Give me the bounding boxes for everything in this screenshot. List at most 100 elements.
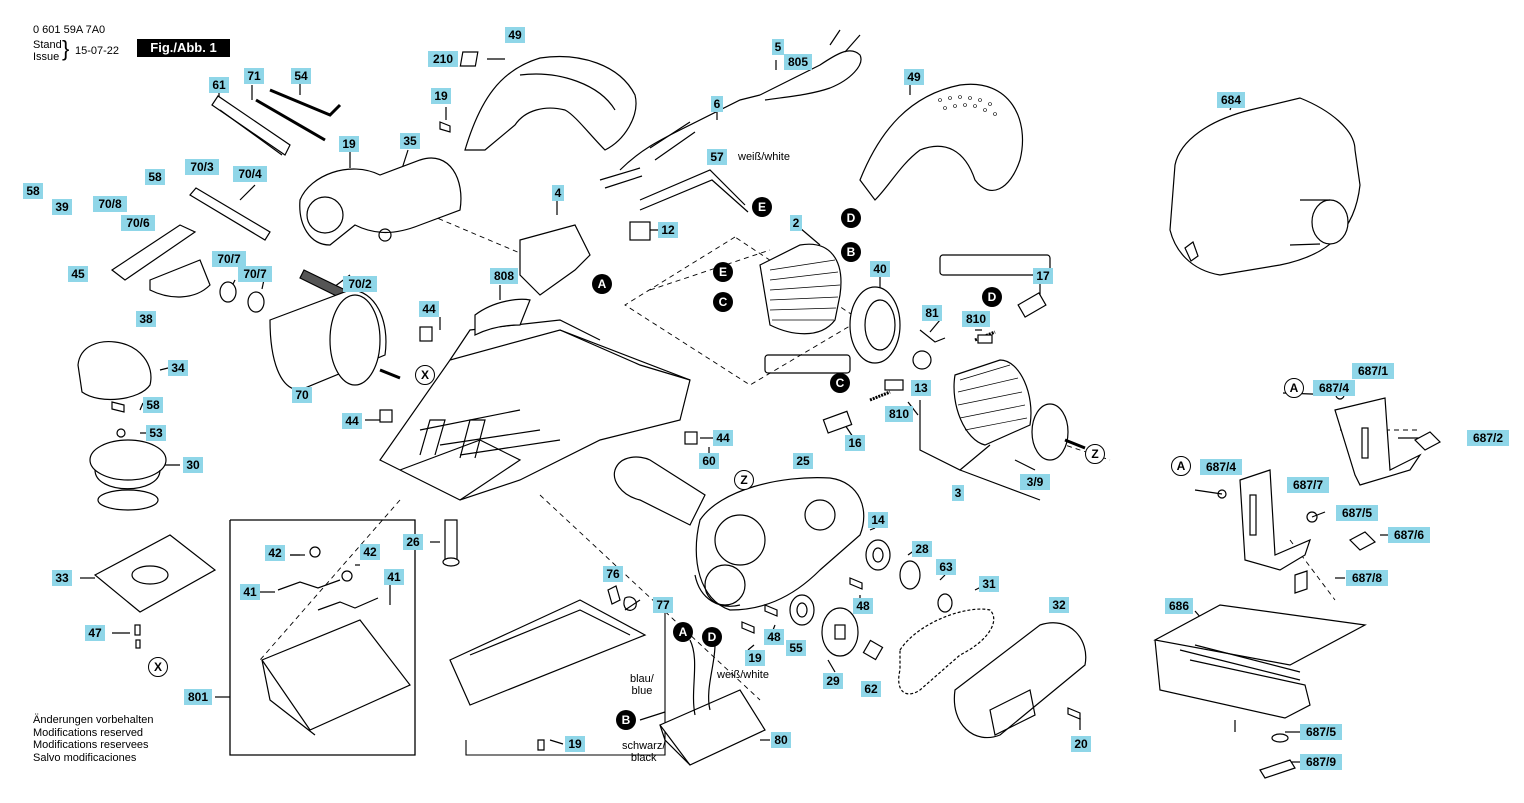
callout-49: 49 bbox=[505, 27, 525, 43]
callout-19a: 19 bbox=[431, 88, 451, 104]
marker-D-3: D bbox=[702, 627, 722, 647]
callout-687-4b: 687/4 bbox=[1200, 459, 1242, 475]
callout-44c: 44 bbox=[713, 430, 733, 446]
callout-808: 808 bbox=[490, 268, 518, 284]
callout-57: 57 bbox=[707, 149, 727, 165]
wire-label-blue: blau/ blue bbox=[630, 673, 654, 697]
callout-19d: 19 bbox=[745, 650, 765, 666]
callout-47: 47 bbox=[85, 625, 105, 641]
callout-62: 62 bbox=[861, 681, 881, 697]
callout-3: 3 bbox=[952, 485, 964, 501]
callout-810b: 810 bbox=[885, 406, 913, 422]
callout-805: 805 bbox=[784, 54, 812, 70]
marker-X-1: X bbox=[415, 365, 435, 385]
callout-55: 55 bbox=[786, 640, 806, 656]
marker-X-2: X bbox=[148, 657, 168, 677]
note-es: Salvo modificaciones bbox=[33, 751, 137, 764]
footer-notes: Änderungen vorbehalten Modifications res… bbox=[33, 714, 153, 764]
marker-C-1: C bbox=[713, 292, 733, 312]
callout-49b: 49 bbox=[904, 69, 924, 85]
callout-19b: 19 bbox=[339, 136, 359, 152]
callout-12: 12 bbox=[658, 222, 678, 238]
callout-4: 4 bbox=[552, 185, 564, 201]
callout-41b: 41 bbox=[384, 569, 404, 585]
callout-41a: 41 bbox=[240, 584, 260, 600]
wire-label-white-bottom: weiß/white bbox=[717, 669, 769, 681]
callout-687-5a: 687/5 bbox=[1336, 505, 1378, 521]
callout-70-6: 70/6 bbox=[121, 215, 155, 231]
callout-58a: 58 bbox=[23, 183, 43, 199]
callout-53: 53 bbox=[146, 425, 166, 441]
marker-A-1: A bbox=[592, 274, 612, 294]
callout-35: 35 bbox=[400, 133, 420, 149]
marker-E-2: E bbox=[752, 197, 772, 217]
marker-Z-1: Z bbox=[734, 470, 754, 490]
marker-B-1: B bbox=[841, 242, 861, 262]
stand-issue-label: Stand Issue bbox=[33, 39, 62, 63]
callout-5: 5 bbox=[772, 39, 784, 55]
wire-label-white-top: weiß/white bbox=[738, 151, 790, 163]
callout-48a: 48 bbox=[853, 598, 873, 614]
callout-33: 33 bbox=[52, 570, 72, 586]
callout-210: 210 bbox=[428, 51, 458, 67]
note-fr: Modifications reservees bbox=[33, 739, 149, 751]
marker-C-2: C bbox=[830, 373, 850, 393]
callout-31: 31 bbox=[979, 576, 999, 592]
callout-20: 20 bbox=[1071, 736, 1091, 752]
callout-687-5b: 687/5 bbox=[1300, 724, 1342, 740]
callout-58c: 58 bbox=[143, 397, 163, 413]
callout-70-7b: 70/7 bbox=[238, 266, 272, 282]
callout-13: 13 bbox=[911, 380, 931, 396]
callout-29: 29 bbox=[823, 673, 843, 689]
callout-28: 28 bbox=[912, 541, 932, 557]
callout-34: 34 bbox=[168, 360, 188, 376]
callout-42b: 42 bbox=[360, 544, 380, 560]
callout-71: 71 bbox=[244, 68, 264, 84]
callout-70-4: 70/4 bbox=[233, 166, 267, 182]
callout-80: 80 bbox=[771, 732, 791, 748]
callout-25: 25 bbox=[793, 453, 813, 469]
marker-D-2: D bbox=[982, 287, 1002, 307]
callout-16: 16 bbox=[845, 435, 865, 451]
callout-76: 76 bbox=[603, 566, 623, 582]
callout-2: 2 bbox=[790, 215, 802, 231]
marker-E-1: E bbox=[713, 262, 733, 282]
callout-32: 32 bbox=[1049, 597, 1069, 613]
callout-26: 26 bbox=[403, 534, 423, 550]
callout-687-7: 687/7 bbox=[1287, 477, 1329, 493]
callout-687-1: 687/1 bbox=[1352, 363, 1394, 379]
callout-30: 30 bbox=[183, 457, 203, 473]
callout-6: 6 bbox=[711, 96, 723, 112]
callout-687-2: 687/2 bbox=[1467, 430, 1509, 446]
note-en: Modifications reserved bbox=[33, 726, 144, 739]
callout-14: 14 bbox=[868, 512, 888, 528]
part-number: 0 601 59A 7A0 bbox=[33, 24, 106, 36]
callout-687-9: 687/9 bbox=[1300, 754, 1342, 770]
callout-48b: 48 bbox=[764, 629, 784, 645]
callout-70-3: 70/3 bbox=[185, 159, 219, 175]
callout-81: 81 bbox=[922, 305, 942, 321]
callout-687-4a: 687/4 bbox=[1313, 380, 1355, 396]
callout-60: 60 bbox=[699, 453, 719, 469]
callout-801: 801 bbox=[184, 689, 212, 705]
callout-63: 63 bbox=[936, 559, 956, 575]
callout-70-2: 70/2 bbox=[343, 276, 377, 292]
callout-38: 38 bbox=[136, 311, 156, 327]
callout-17: 17 bbox=[1033, 268, 1053, 284]
marker-Z-2: Z bbox=[1085, 444, 1105, 464]
callout-39: 39 bbox=[52, 199, 72, 215]
marker-A-4: A bbox=[1171, 456, 1191, 476]
callout-687-8: 687/8 bbox=[1346, 570, 1388, 586]
wire-label-black: schwarz/ black bbox=[622, 740, 666, 764]
callout-77: 77 bbox=[653, 597, 673, 613]
issue-date: 15-07-22 bbox=[75, 45, 120, 57]
callout-42a: 42 bbox=[265, 545, 285, 561]
marker-D-1: D bbox=[841, 208, 861, 228]
callout-70-7a: 70/7 bbox=[212, 251, 246, 267]
marker-A-3: A bbox=[1284, 378, 1304, 398]
callout-54: 54 bbox=[291, 68, 311, 84]
callout-3-9: 3/9 bbox=[1020, 474, 1050, 490]
callout-686: 686 bbox=[1165, 598, 1193, 614]
callout-40: 40 bbox=[870, 261, 890, 277]
